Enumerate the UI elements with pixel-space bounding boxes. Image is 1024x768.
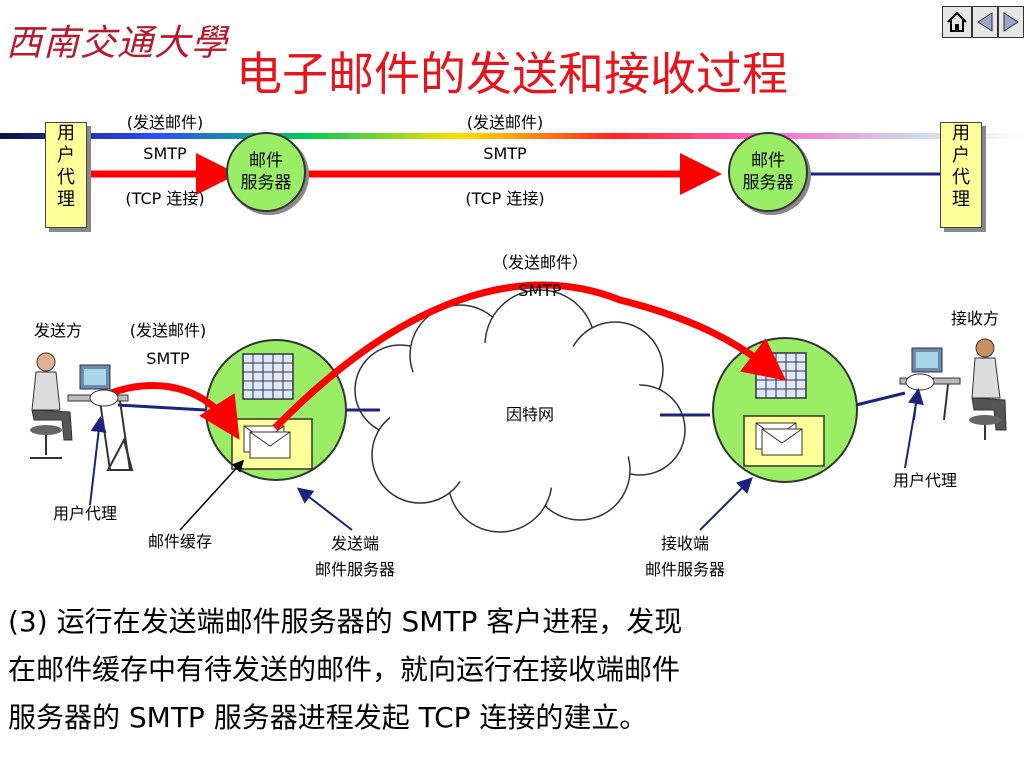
sender-storage-grid	[242, 353, 294, 400]
top-send-mail-label-2: (发送邮件)	[466, 113, 544, 132]
ua-char: 理	[57, 189, 75, 210]
next-button[interactable]	[998, 6, 1024, 38]
internet-cloud	[354, 289, 686, 533]
receiver-label: 接收方	[950, 309, 999, 328]
description-line: 在邮件缓存中有待发送的邮件，就向运行在接收端邮件	[8, 653, 681, 686]
prev-triangle-icon	[977, 12, 993, 32]
user-agent-left-pointer	[89, 416, 107, 506]
home-button[interactable]	[942, 6, 972, 38]
user-agent-right-label: 用户代理	[892, 471, 957, 490]
receiver-mail-buffer	[743, 415, 825, 467]
top-tcp-label-1: (TCP 连接)	[125, 189, 205, 208]
left-smtp-label: SMTP	[146, 349, 190, 368]
description-line: 服务器的 SMTP 服务器进程发起 TCP 连接的建立。	[8, 701, 648, 734]
user-agent-left-label: 用户代理	[52, 504, 117, 523]
page-title: 电子邮件的发送和接收过程	[236, 47, 788, 101]
sender-person-icon	[30, 352, 134, 471]
prev-button[interactable]	[972, 6, 998, 38]
top-tcp-label-2: (TCP 连接)	[465, 189, 545, 208]
ua-char: 代	[952, 167, 970, 188]
link-receiver-pc	[855, 391, 906, 407]
ua-char: 代	[57, 167, 75, 188]
mail-server-left: 邮件 服务器	[226, 132, 306, 212]
top-smtp-label-1: SMTP	[143, 144, 187, 163]
sender-label: 发送方	[33, 321, 82, 340]
mail-buffer-pointer	[179, 459, 245, 531]
receiver-server-pointer	[699, 477, 753, 531]
description-line: (3) 运行在发送端邮件服务器的 SMTP 客户进程，发现	[8, 605, 683, 638]
sender-server-label-2: 邮件服务器	[314, 560, 395, 579]
home-icon	[947, 11, 967, 32]
server-label-line: 邮件	[751, 151, 785, 171]
mail-buffer-label: 邮件缓存	[147, 532, 212, 551]
arc-send-mail-label: （发送邮件）	[491, 253, 588, 272]
left-send-mail-label: (发送邮件)	[129, 321, 207, 340]
ua-char: 用	[57, 123, 75, 144]
server-label-line: 邮件	[249, 151, 283, 171]
ua-char: 理	[952, 189, 970, 210]
sender-mail-buffer	[231, 418, 313, 470]
ua-char: 用	[952, 123, 970, 144]
top-send-mail-label-1: (发送邮件)	[126, 113, 204, 132]
sender-server-label-1: 发送端	[330, 534, 379, 553]
user-agent-right-pointer	[904, 388, 924, 469]
link-sender-pc	[117, 403, 206, 412]
diagram-graphics	[0, 133, 1024, 533]
mail-server-right: 邮件 服务器	[728, 132, 808, 212]
receiver-server-label-2: 邮件服务器	[644, 560, 725, 579]
receiver-server-label-1: 接收端	[660, 534, 709, 553]
ua-char: 户	[57, 145, 75, 166]
arc-smtp-label: SMTP	[518, 281, 562, 300]
ua-char: 户	[952, 145, 970, 166]
user-agent-left-box: 用 户 代 理	[45, 122, 87, 228]
next-triangle-icon	[1003, 12, 1019, 32]
sender-server-pointer	[296, 487, 353, 531]
smtp-arc-arrow	[272, 281, 787, 431]
server-label-line: 服务器	[240, 173, 292, 193]
university-logo: 西南交通大學	[6, 23, 229, 64]
description-paragraph: (3) 运行在发送端邮件服务器的 SMTP 客户进程，发现 在邮件缓存中有待发送…	[8, 598, 1008, 742]
server-label-line: 服务器	[742, 173, 794, 193]
user-agent-right-box: 用 户 代 理	[940, 122, 982, 228]
rainbow-bar	[0, 133, 1024, 139]
internet-label: 因特网	[505, 405, 554, 424]
sender-to-buffer-arrow	[98, 382, 240, 440]
top-smtp-label-2: SMTP	[483, 144, 527, 163]
